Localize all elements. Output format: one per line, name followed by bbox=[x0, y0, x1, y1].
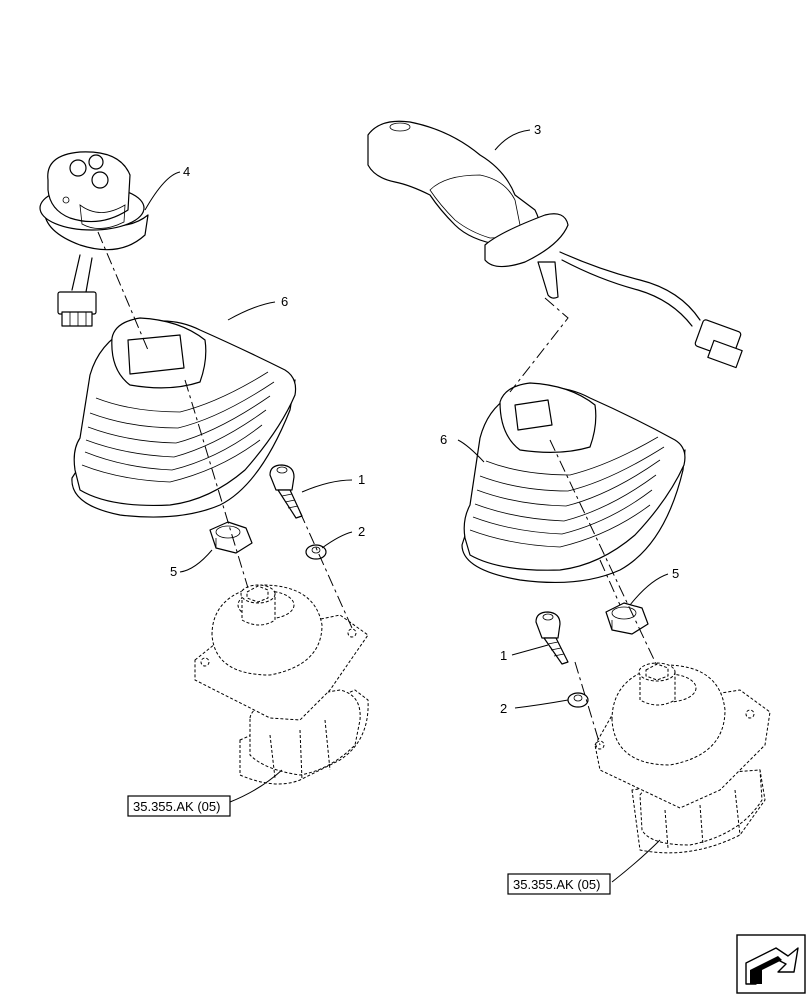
callout-2-left: 2 bbox=[358, 524, 365, 539]
part-1-screw-right bbox=[535, 611, 569, 665]
reference-link-left[interactable]: 35.355.AK (05) bbox=[127, 795, 231, 817]
part-5-nut-right bbox=[605, 602, 649, 635]
part-6-boot-left bbox=[71, 317, 297, 518]
part-4-switch-knob bbox=[39, 151, 149, 327]
part-3-joystick-handle bbox=[367, 120, 743, 369]
callout-5-left: 5 bbox=[170, 564, 177, 579]
part-6-boot-right bbox=[461, 382, 686, 584]
callout-6-right: 6 bbox=[440, 432, 447, 447]
callout-1-left: 1 bbox=[358, 472, 365, 487]
part-2-washer-left bbox=[305, 544, 327, 560]
callout-2-right: 2 bbox=[500, 701, 507, 716]
reference-link-right[interactable]: 35.355.AK (05) bbox=[507, 873, 611, 895]
part-1-screw-left bbox=[269, 464, 303, 519]
reference-link-left-label[interactable]: 35.355.AK (05) bbox=[133, 799, 220, 814]
reference-link-right-label[interactable]: 35.355.AK (05) bbox=[513, 877, 600, 892]
callout-leaders bbox=[144, 129, 669, 883]
callout-5-right: 5 bbox=[672, 566, 679, 581]
callout-1-right: 1 bbox=[500, 648, 507, 663]
part-5-nut-left bbox=[209, 521, 253, 554]
next-page-arrow-icon[interactable] bbox=[736, 934, 806, 994]
callout-3: 3 bbox=[534, 122, 541, 137]
callout-4: 4 bbox=[183, 164, 190, 179]
valve-body-left bbox=[194, 584, 369, 785]
assembly-centerlines bbox=[97, 231, 659, 746]
callout-6-left: 6 bbox=[281, 294, 288, 309]
valve-body-right bbox=[594, 662, 771, 854]
